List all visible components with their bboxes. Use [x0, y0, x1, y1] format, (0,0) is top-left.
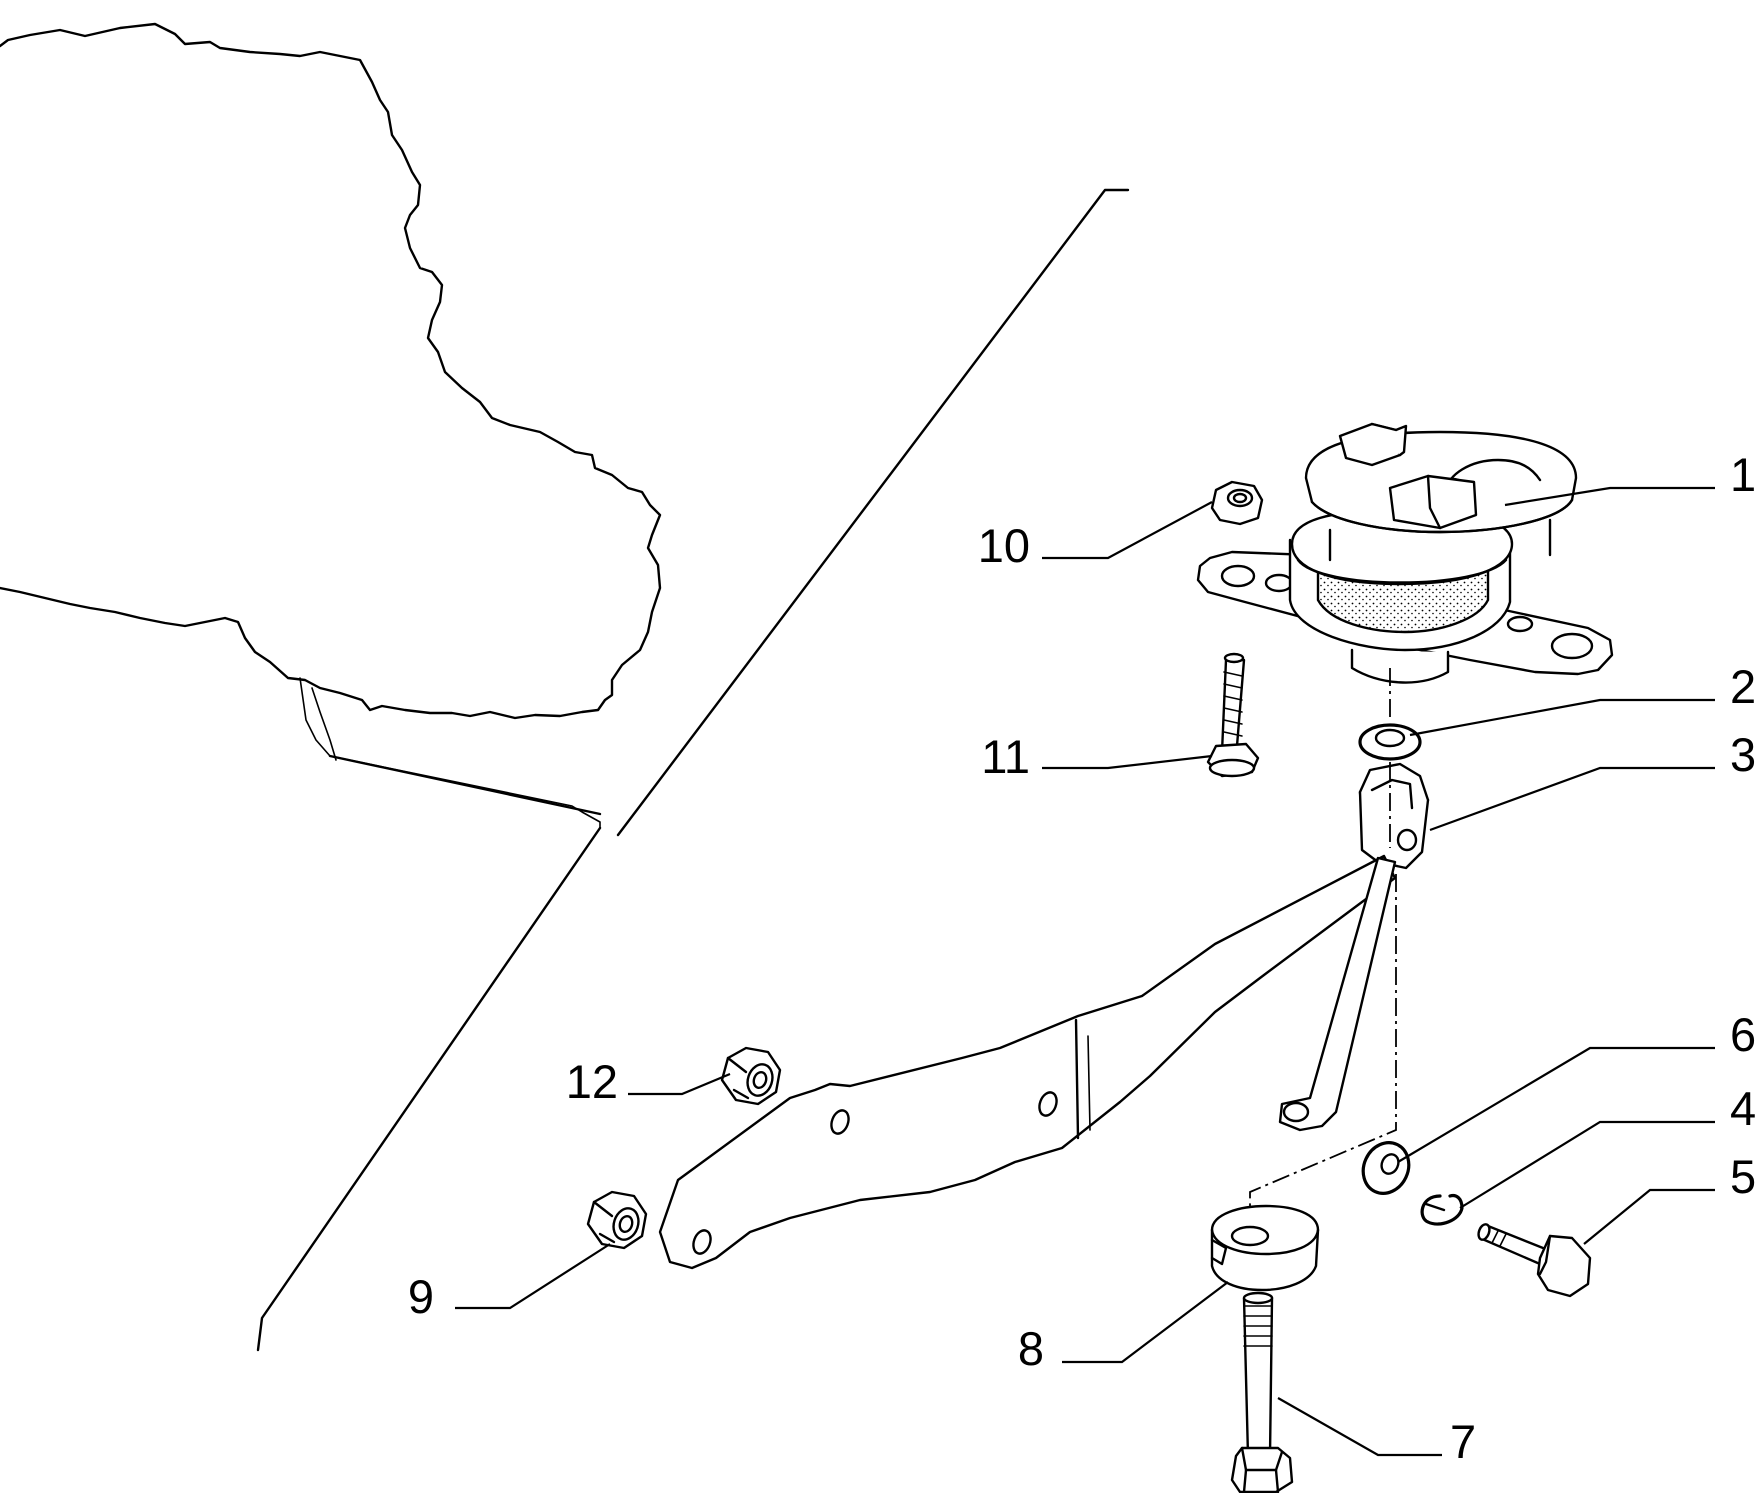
callout-2: 2	[1730, 660, 1756, 713]
lock-washer-2	[1358, 723, 1422, 761]
leader-lines	[455, 486, 1715, 1457]
callout-6: 6	[1730, 1008, 1756, 1061]
bump-stop-8	[1210, 1204, 1320, 1292]
stud-bolt-11	[1206, 652, 1260, 778]
callout-9: 9	[408, 1270, 434, 1323]
body-panel-lines	[256, 188, 1130, 1352]
assembly-axes	[1249, 668, 1397, 1210]
callout-1: 1	[1730, 448, 1756, 501]
callout-8: 8	[1018, 1322, 1044, 1375]
callout-12: 12	[566, 1055, 618, 1108]
washer-6	[1361, 1141, 1411, 1195]
nut-10	[1210, 480, 1264, 526]
nut-9	[586, 1190, 648, 1250]
callout-3: 3	[1730, 728, 1756, 781]
engine-outline	[0, 22, 662, 829]
callout-5: 5	[1730, 1150, 1756, 1203]
callout-10: 10	[978, 519, 1030, 572]
bolt-5	[1477, 1223, 1592, 1298]
nut-12	[720, 1046, 782, 1106]
callout-4: 4	[1730, 1082, 1756, 1135]
bolt-7	[1230, 1291, 1294, 1493]
callout-labels: 1 2 3 6 4 5 7 8 9 10 11 12	[408, 448, 1756, 1468]
callout-11: 11	[981, 730, 1030, 783]
lock-washer-4	[1420, 1193, 1464, 1226]
engine-mount	[1196, 422, 1614, 684]
callout-7: 7	[1450, 1415, 1476, 1468]
bracket-3	[658, 762, 1430, 1270]
